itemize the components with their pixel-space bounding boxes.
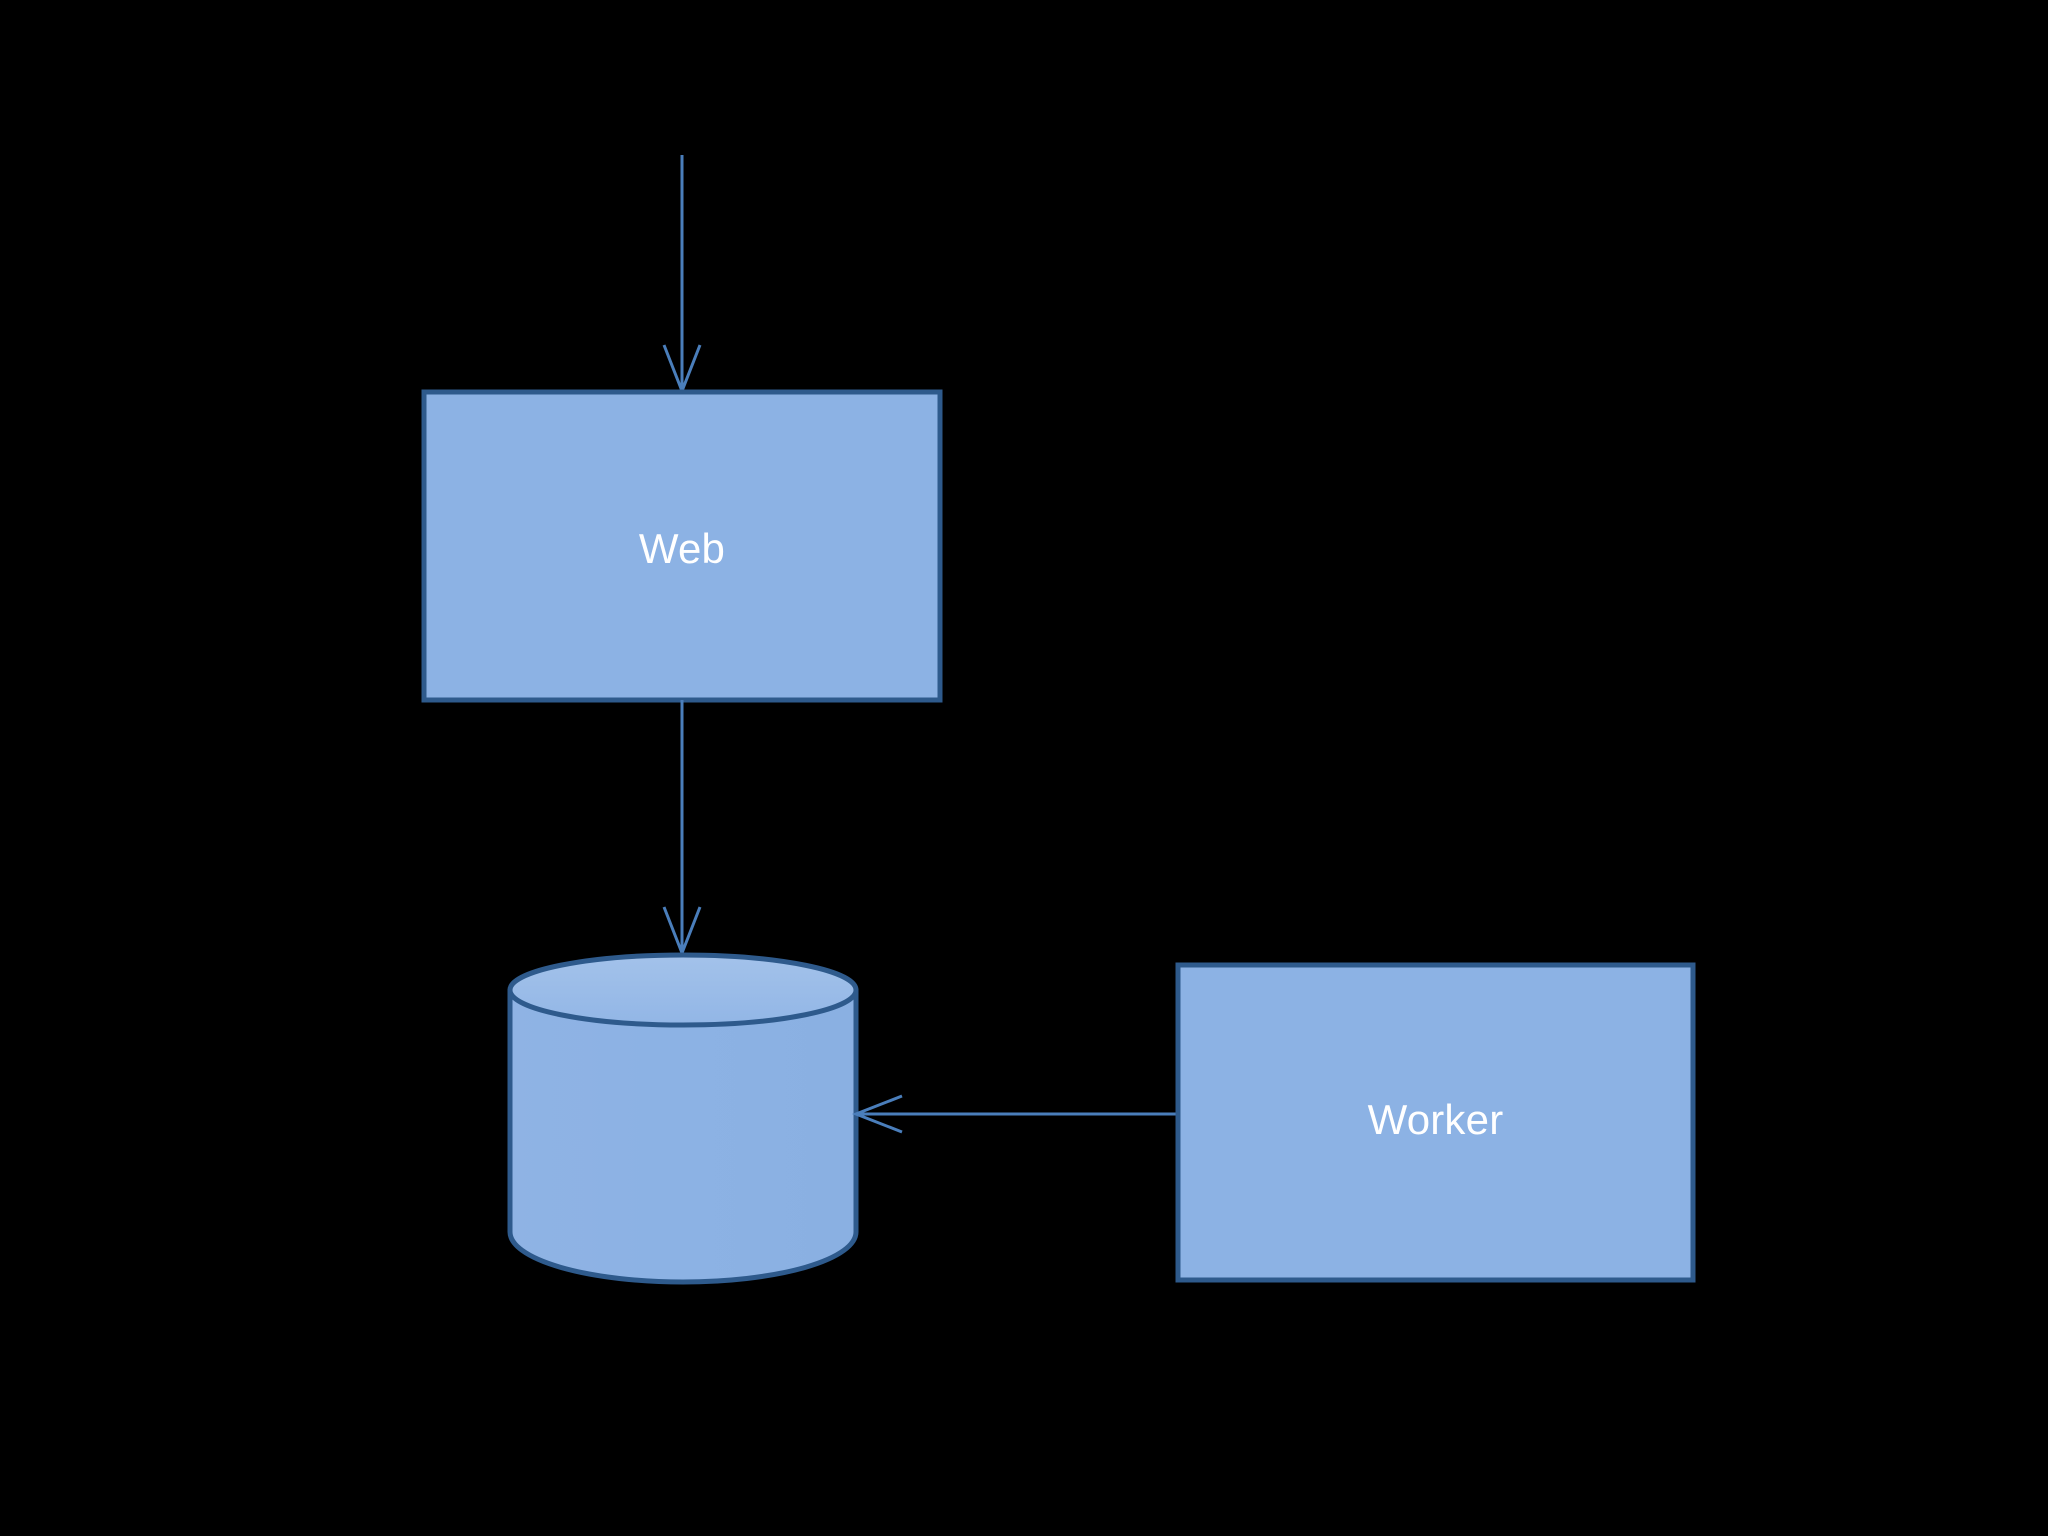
node-datastore-hit-area[interactable] [508,955,858,1282]
connector-inbound-to-web[interactable] [662,155,702,396]
node-worker-shape [1175,962,1696,1283]
datastore-top-ellipse [507,952,859,1028]
node-worker-hit-area[interactable] [1178,965,1693,1280]
node-worker[interactable] [1175,962,1696,1283]
connector-web-to-store[interactable] [662,700,702,958]
connector-worker-to-store[interactable] [851,1094,1196,1134]
node-web-hit-area[interactable] [424,392,940,700]
node-web[interactable] [421,389,943,703]
datastore-body [507,987,859,1285]
arrowhead-left-icon [851,1094,903,1134]
node-web-shape [421,389,943,703]
node-datastore[interactable] [507,952,859,1285]
